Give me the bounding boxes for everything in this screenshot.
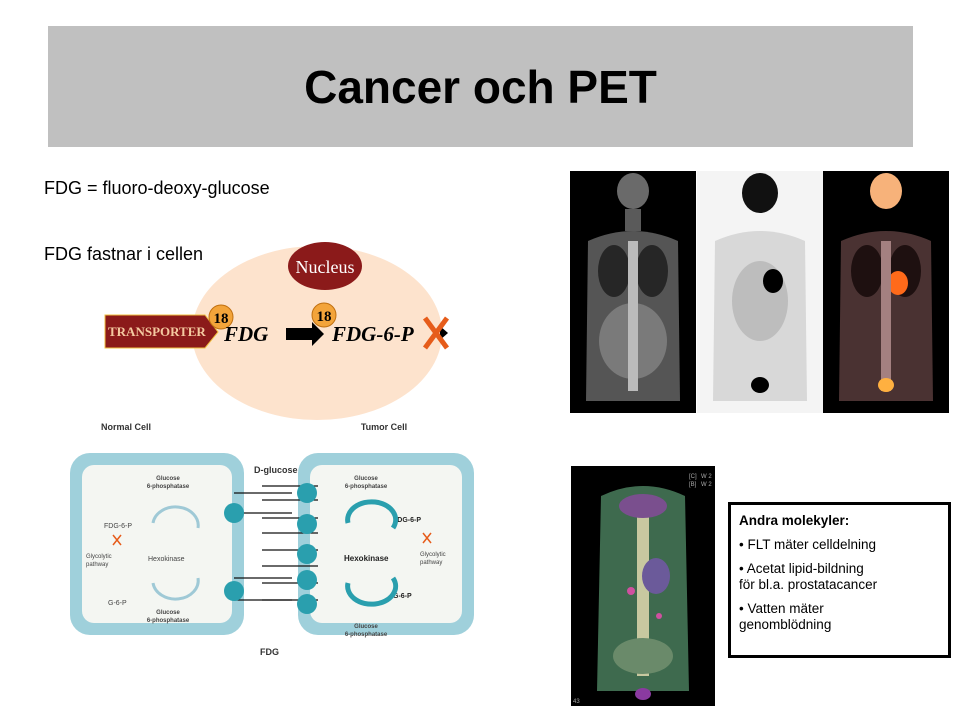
pet-scan-image: [697, 171, 823, 413]
blocked-x-icon: [422, 316, 450, 350]
fdg-definition: FDG = fluoro-deoxy-glucose: [44, 178, 270, 198]
left-g6pase-bottom-2: 6-phosphatase: [147, 618, 190, 624]
isotope-badge-1: [208, 304, 234, 330]
info-item-vatten: • Vatten mäter genomblödning: [739, 601, 832, 632]
d-glucose-label: D-glucose: [254, 465, 298, 475]
right-fdg6p-label: FDG-6-P: [393, 517, 421, 524]
nucleus: [288, 242, 362, 290]
left-g6p-label: G-6-P: [108, 600, 127, 607]
right-hexokinase-label: Hexokinase: [344, 554, 389, 563]
fused-pet-ct-image: [823, 171, 949, 413]
pet-3d-render-image: [C] W 2 [B] W 2 43: [571, 466, 715, 706]
pet3d-tag2: [B]: [689, 482, 697, 488]
left-g6pase-top-2: 6-phosphatase: [147, 484, 190, 490]
transporter-label: TRANSPORTER: [108, 324, 206, 339]
isotope-label-2: 18: [317, 309, 332, 325]
left-glycolytic-1: Glycolytic: [86, 554, 112, 560]
glucose-transporters: [224, 483, 317, 614]
right-g6pase-top-2: 6-phosphatase: [345, 484, 388, 490]
arrow-head-icon: [440, 326, 448, 340]
metabolism-diagram: Normal Cell Tumor Cell D-glucose FDG Glu…: [70, 422, 474, 657]
ct-scan-image: [570, 171, 696, 413]
pet3d-w2: W 2: [701, 482, 712, 488]
pet3d-tag1: [C]: [689, 474, 697, 480]
title-band: Cancer och PET: [48, 26, 913, 147]
arrow-icon: [286, 322, 324, 346]
left-g6pase-top-1: Glucose: [156, 476, 180, 482]
fdg-bottom-label: FDG: [260, 647, 279, 657]
other-molecules-header: Andra molekyler:: [739, 513, 850, 528]
fdg6p-label: FDG-6-P: [331, 322, 414, 346]
right-cycle-arrows: [345, 499, 399, 607]
right-g6p-label: G-6-P: [393, 593, 412, 600]
normal-cell-interior: [82, 465, 232, 623]
right-g6pase-bottom-2: 6-phosphatase: [345, 632, 388, 638]
left-x-icon: [112, 534, 122, 546]
isotope-badge-2: [311, 302, 337, 328]
right-g6pase-top-1: Glucose: [354, 476, 378, 482]
pet3d-w1: W 2: [701, 474, 712, 480]
transporter: [104, 314, 219, 349]
other-molecules-box: Andra molekyler: • FLT mäter celldelning…: [728, 502, 951, 658]
left-cycle-arrows: [151, 505, 200, 601]
tumor-cell-label: Tumor Cell: [361, 422, 407, 432]
fdg-trapped-text: FDG fastnar i cellen: [44, 244, 204, 264]
normal-cell-label: Normal Cell: [101, 422, 151, 432]
nucleus-label: Nucleus: [296, 257, 355, 277]
right-glycolytic-1: Glycolytic: [420, 552, 446, 558]
fdg-label: FDG: [223, 322, 268, 346]
right-glycolytic-2: pathway: [420, 560, 442, 566]
cell-diagram: Nucleus TRANSPORTER 18 FDG 18 FDG-6-P: [104, 242, 450, 420]
right-x-icon: [422, 532, 432, 544]
left-hexokinase-label: Hexokinase: [148, 556, 185, 563]
left-glycolytic-2: pathway: [86, 562, 108, 568]
slide-title: Cancer och PET: [304, 60, 657, 113]
right-g6pase-bottom-1: Glucose: [354, 624, 378, 630]
info-item-acetat: • Acetat lipid-bildning för bl.a. prosta…: [739, 561, 878, 592]
isotope-label-1: 18: [214, 311, 229, 327]
info-item-flt: • FLT mäter celldelning: [739, 537, 877, 552]
left-fdg6p-label: FDG-6-P: [104, 523, 132, 530]
pet3d-corner: 43: [573, 699, 580, 705]
left-g6pase-bottom-1: Glucose: [156, 610, 180, 616]
